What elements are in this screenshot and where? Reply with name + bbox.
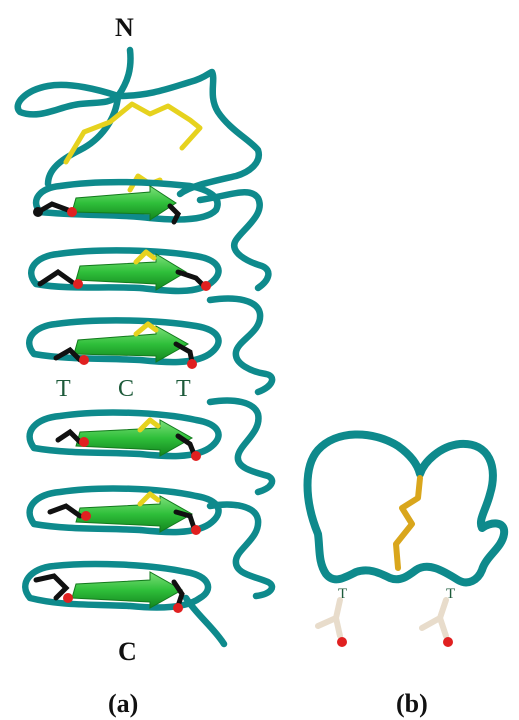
carbon-atom-1a	[33, 207, 43, 217]
side-chain-6a	[36, 576, 66, 598]
c-terminal-tail	[186, 598, 224, 644]
oxygen-atom-6a	[63, 593, 73, 603]
n-terminus-label: N	[115, 13, 134, 42]
side-chain-2a	[40, 272, 72, 284]
oxygen-atom-5a	[81, 511, 91, 521]
right-connector-1	[200, 192, 268, 288]
oxygen-atom-4b	[191, 451, 201, 461]
panel-a-helix: N T C	[18, 13, 272, 718]
residue-label-t-right: T	[176, 376, 191, 402]
side-chain-5a	[50, 506, 80, 516]
oxygen-atom-3b	[187, 359, 197, 369]
oxygen-atom-6b	[173, 603, 183, 613]
right-connector-3	[210, 401, 272, 493]
disulfide-stub-5	[140, 494, 158, 504]
panel-b-label: (b)	[396, 689, 428, 718]
disulfide-bond-b	[396, 478, 420, 568]
residue-label-c: C	[118, 376, 134, 402]
oxygen-atom-4a	[79, 437, 89, 447]
panel-a-label: (a)	[108, 689, 138, 718]
oxygen-atom-5b	[191, 525, 201, 535]
side-chain-b-right	[422, 600, 446, 636]
panel-b-loop: T T (b)	[308, 434, 505, 718]
oxygen-atom-b-right	[443, 637, 453, 647]
disulfide-bond-top	[66, 104, 200, 162]
oxygen-atom-1a	[67, 207, 77, 217]
oxygen-atom-3a	[79, 355, 89, 365]
disulfide-stub-3	[136, 324, 156, 334]
side-chain-4a	[58, 432, 80, 442]
side-chain-2b	[178, 272, 204, 286]
side-chain-b-left	[318, 600, 340, 636]
oxygen-atom-2a	[73, 279, 83, 289]
oxygen-atom-2b	[201, 281, 211, 291]
c-terminus-label: C	[118, 637, 137, 666]
oxygen-atom-b-left	[337, 637, 347, 647]
residue-label-t-left: T	[56, 376, 71, 402]
